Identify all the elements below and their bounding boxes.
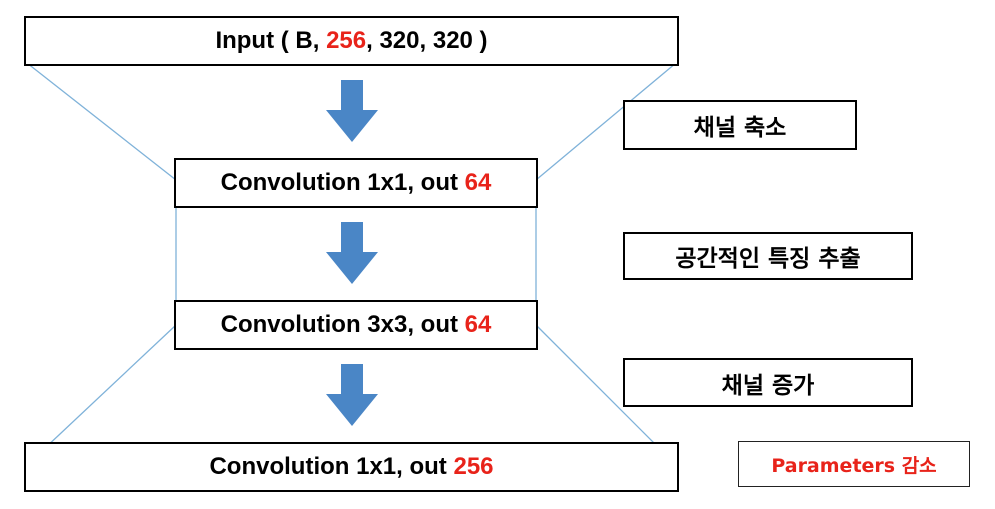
conv1x1-reduce-box: Convolution 1x1, out 64 [174,158,538,208]
down-arrow-icon [326,222,378,284]
annotation-spatial-feature-label: 공간적인 특징 추출 [675,246,861,272]
guide-line-right-bottom [535,324,677,466]
guide-line-left-top [26,62,177,181]
down-arrow-icon [326,364,378,426]
conv1x1-expand-out: 256 [453,453,494,480]
conv1x1-expand-box: Convolution 1x1, out 256 [24,442,679,492]
input-layer-channels: 256 [326,27,367,54]
input-layer-suffix: , 320, 320 ) [366,27,488,54]
conv1x1-expand-prefix: Convolution 1x1, out [209,453,454,480]
guide-line-left-bottom [26,324,177,466]
input-layer-box: Input ( B, 256, 320, 320 ) [24,16,679,66]
annotation-channel-reduce: 채널 축소 [623,100,857,150]
conv3x3-out: 64 [464,311,492,338]
conv3x3-box: Convolution 3x3, out 64 [174,300,538,350]
conv1x1-reduce-out: 64 [464,169,492,196]
conv3x3-prefix: Convolution 3x3, out [220,311,465,338]
input-layer-prefix: Input ( B, [215,27,327,54]
annotation-parameters-reduce-label: Parameters 감소 [771,454,937,477]
guide-line-right-top [535,62,677,181]
annotation-channel-expand: 채널 증가 [623,358,913,407]
annotation-channel-reduce-label: 채널 축소 [693,115,787,141]
annotation-spatial-feature: 공간적인 특징 추출 [623,232,913,280]
conv1x1-reduce-prefix: Convolution 1x1, out [220,169,465,196]
annotation-channel-expand-label: 채널 증가 [721,372,815,399]
down-arrow-icon [326,80,378,142]
annotation-parameters-reduce: Parameters 감소 [738,441,970,487]
